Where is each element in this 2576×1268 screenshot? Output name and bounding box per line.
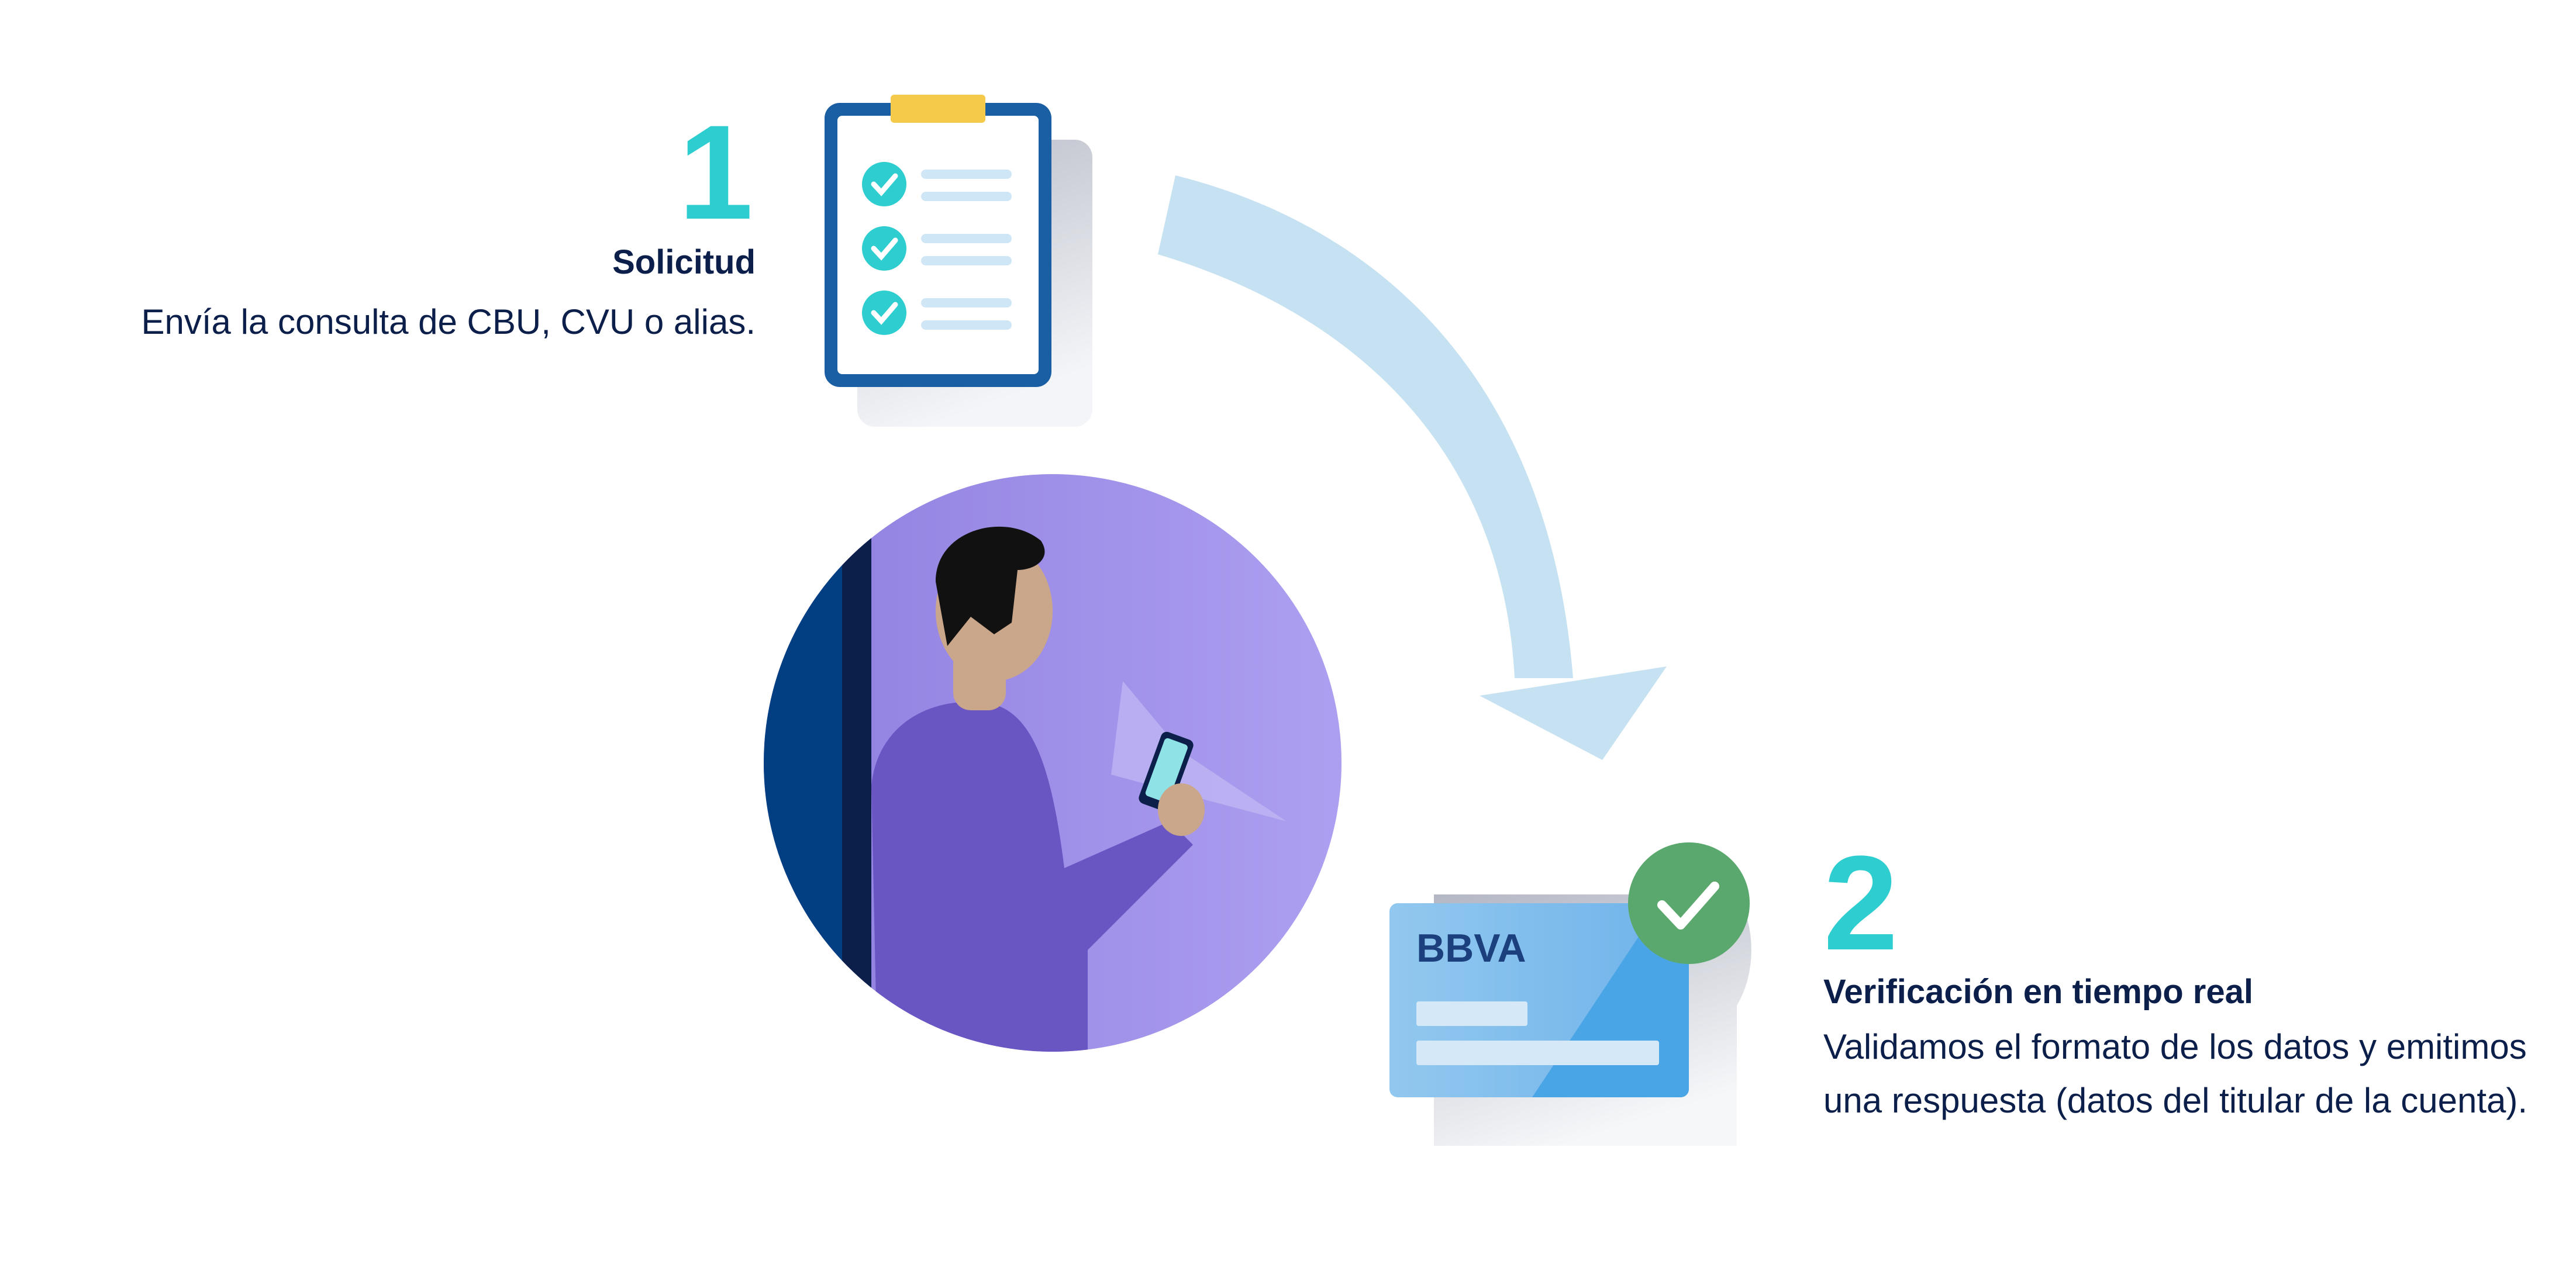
person-with-phone-illustration	[764, 474, 1342, 1052]
check-item-icons	[862, 162, 906, 335]
step1-description: Envía la consulta de CBU, CVU o alias.	[141, 302, 756, 341]
verified-check-icon	[1628, 842, 1750, 964]
step2-description-line2: una respuesta (datos del titular de la c…	[1823, 1081, 2528, 1120]
step1-number: 1	[678, 97, 753, 247]
curved-arrow-icon	[1158, 175, 1667, 760]
step2-description-line1: Validamos el formato de los datos y emit…	[1823, 1027, 2527, 1066]
card-brand-logo: BBVA	[1416, 926, 1526, 970]
step2-number: 2	[1823, 828, 1898, 978]
step1-title: Solicitud	[612, 243, 756, 281]
bank-card-illustration: BBVA	[1389, 842, 1751, 1146]
step2-title: Verificación en tiempo real	[1823, 973, 2253, 1011]
clipboard-illustration	[825, 95, 1092, 427]
